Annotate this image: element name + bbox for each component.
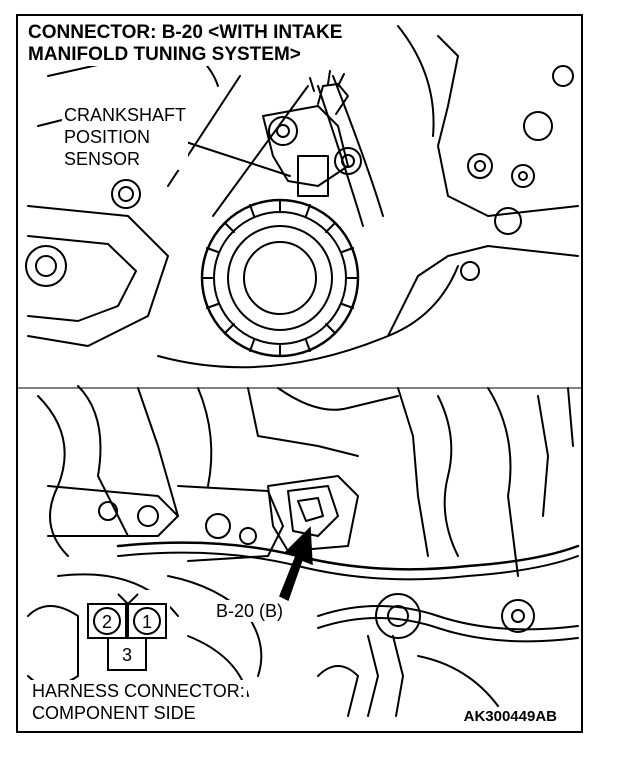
figure-code: AK300449AB — [461, 708, 559, 725]
harness-label-line-2: COMPONENT SIDE — [32, 702, 196, 724]
pin-1-number: 1 — [142, 612, 152, 632]
sensor-label-line-2: POSITION — [64, 126, 151, 148]
pin-3-number: 3 — [122, 645, 132, 665]
connector-callout: B-20 (B) — [214, 600, 286, 622]
diagram-title: CONNECTOR: B-20 <WITH INTAKE MANIFOLD TU… — [26, 22, 345, 66]
title-line-1: CONNECTOR: B-20 <WITH INTAKE — [28, 22, 343, 43]
harness-connector-label: HARNESS CONNECTOR: COMPONENT SIDE — [30, 680, 247, 724]
title-line-2: MANIFOLD TUNING SYSTEM> — [28, 44, 301, 65]
connector-pin-diagram: 2 1 3 — [86, 590, 170, 672]
pin-2-number: 2 — [102, 612, 112, 632]
sensor-label-line-1: CRANKSHAFT — [64, 104, 187, 126]
crankshaft-position-sensor — [262, 70, 362, 197]
pin-3-cell — [107, 637, 147, 671]
crankshaft-sprocket — [200, 198, 360, 358]
sensor-callout: CRANKSHAFT POSITION SENSOR — [62, 104, 189, 170]
harness-label-line-1: HARNESS CONNECTOR: — [32, 680, 245, 702]
connector-arrow — [279, 526, 313, 602]
diagram-frame: CONNECTOR: B-20 <WITH INTAKE MANIFOLD TU… — [16, 14, 583, 733]
sensor-label-line-3: SENSOR — [64, 148, 141, 170]
